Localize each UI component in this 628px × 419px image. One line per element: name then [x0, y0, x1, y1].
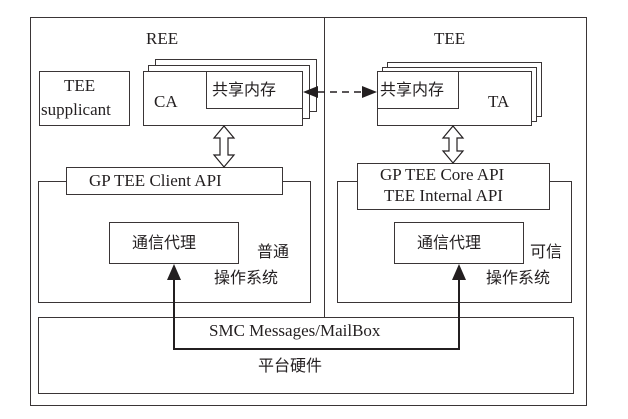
arrowhead-up-tee-icon — [452, 264, 466, 280]
ta-api-double-arrow-icon — [441, 125, 465, 164]
tee-supplicant-line2: supplicant — [41, 100, 111, 119]
ta-shared-memory-label: 共享内存 — [380, 80, 445, 99]
core-api-label: GP TEE Core API — [380, 165, 505, 184]
ree-tee-divider — [324, 17, 326, 317]
ta-shared-memory-box — [377, 71, 459, 109]
tee-supplicant-line1: TEE — [64, 76, 96, 95]
ree-os-line1: 普通 — [257, 242, 290, 261]
tee-agent-label: 通信代理 — [417, 233, 482, 252]
platform-hardware-box — [38, 317, 574, 394]
tee-supplicant-box — [39, 71, 130, 126]
ta-label: TA — [488, 92, 510, 111]
tee-os-line1: 可信 — [530, 242, 563, 261]
arrowhead-right-icon — [362, 86, 377, 98]
internal-api-label: TEE Internal API — [384, 186, 503, 205]
platform-hardware-label: 平台硬件 — [258, 356, 323, 375]
ca-api-double-arrow-icon — [212, 125, 236, 168]
client-api-label: GP TEE Client API — [89, 171, 222, 190]
tee-os-line2: 操作系统 — [486, 268, 551, 287]
smc-path-line — [173, 280, 460, 350]
arrowhead-left-icon — [303, 86, 318, 98]
smc-messages-label: SMC Messages/MailBox — [209, 321, 381, 340]
ree-agent-box — [109, 222, 239, 264]
ree-title: REE — [146, 29, 179, 48]
client-api-box — [66, 167, 283, 195]
ca-label: CA — [154, 92, 178, 111]
ca-shared-memory-box — [206, 71, 303, 109]
core-api-box — [357, 163, 550, 210]
ree-os-line2: 操作系统 — [214, 268, 279, 287]
arrowhead-up-ree-icon — [167, 264, 181, 280]
tee-agent-box — [394, 222, 524, 264]
ree-agent-label: 通信代理 — [132, 233, 197, 252]
ca-shared-memory-label: 共享内存 — [212, 80, 277, 99]
tee-title: TEE — [434, 29, 466, 48]
